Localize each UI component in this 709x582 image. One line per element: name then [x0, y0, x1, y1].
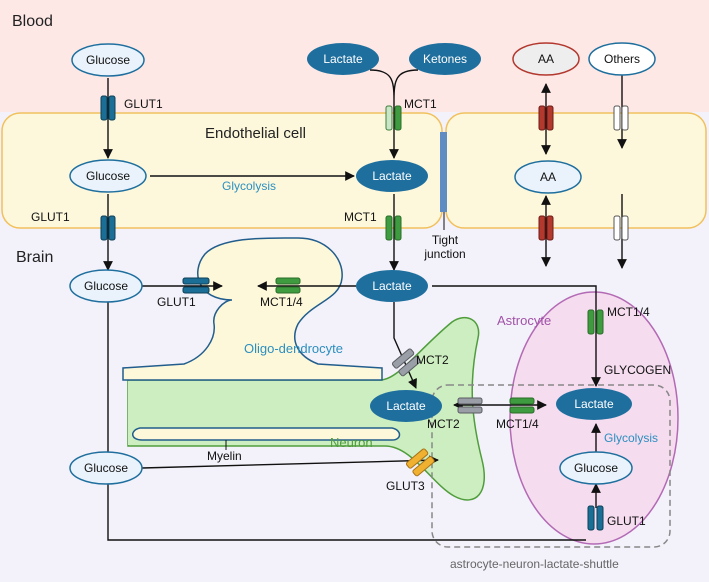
others-blood: Others [588, 42, 656, 76]
mct2-neuron-side [457, 397, 483, 414]
blood-label: Blood [12, 13, 53, 30]
glut1-astro [587, 505, 604, 531]
myelin-sheath [132, 427, 401, 441]
glucose-blood: Glucose [71, 43, 145, 77]
arrow-lactate-to-astrocyte [432, 285, 601, 387]
glucose-brain: Glucose [69, 269, 143, 303]
glucose-astrocyte-text: Glucose [574, 461, 618, 475]
tight-label: Tight [432, 233, 459, 247]
lactate-endo: Lactate [356, 160, 428, 192]
mct1-label-endo: MCT1 [344, 210, 377, 224]
mct2-label-side: MCT2 [427, 417, 460, 431]
glucose-astrocyte: Glucose [559, 451, 633, 485]
myelin-label: Myelin [207, 449, 242, 463]
lactate-astrocyte: Lactate [556, 388, 632, 420]
others-transporter-upper [613, 105, 629, 131]
shuttle-box [431, 384, 671, 548]
mct1-4-astro-side [509, 397, 535, 414]
line-glucose-bottom [107, 484, 586, 541]
astrocyte-label: Astrocyte [497, 313, 551, 328]
aa-transporter-lower [538, 215, 554, 241]
glycolysis-endo-label: Glycolysis [222, 179, 276, 193]
lactate-blood: Lactate [307, 43, 379, 75]
ketones-blood: Ketones [409, 43, 481, 75]
arrows [103, 69, 627, 541]
mct1-4-label-oligo: MCT1/4 [260, 295, 303, 309]
glucose-blood-text: Glucose [86, 53, 130, 67]
glut3-neuron [405, 448, 435, 477]
lactate-brain-text: Lactate [372, 279, 412, 293]
mct2-neuron-top [391, 348, 421, 377]
glut1-blood [100, 95, 116, 121]
glut1-oligo [182, 277, 210, 294]
lactate-brain: Lactate [356, 270, 428, 302]
mct1-4-label-astro-top: MCT1/4 [607, 305, 650, 319]
glycolysis-astro-label: Glycolysis [604, 431, 658, 445]
mct2-label-top: MCT2 [416, 353, 449, 367]
endothelial-label: Endothelial cell [205, 125, 306, 142]
mct1-label-blood: MCT1 [404, 97, 437, 111]
aa-blood: AA [512, 42, 580, 76]
glucose-brain-text: Glucose [84, 279, 128, 293]
neuron-label: Neuron [330, 435, 373, 450]
aa-endo-text: AA [540, 170, 556, 184]
ketones-blood-text: Ketones [423, 52, 467, 66]
junction-label: junction [423, 247, 465, 261]
glucose-lower-text: Glucose [84, 461, 128, 475]
lactate-blood-text: Lactate [323, 52, 363, 66]
lactate-neuron: Lactate [370, 390, 442, 422]
glut1-endo-brain [100, 215, 116, 241]
aa-blood-text: AA [538, 52, 554, 66]
mct1-4-label-astro-side: MCT1/4 [496, 417, 539, 431]
mct1-endo-brain [385, 215, 402, 241]
others-transporter-lower [613, 215, 629, 241]
lactate-endo-text: Lactate [372, 169, 412, 183]
glut1-label-oligo: GLUT1 [157, 295, 196, 309]
glut3-label: GLUT3 [386, 479, 425, 493]
glycogen-label: GLYCOGEN [604, 363, 671, 377]
aa-endo: AA [514, 160, 582, 194]
others-blood-text: Others [604, 52, 640, 66]
lactate-astrocyte-text: Lactate [574, 397, 614, 411]
glucose-endo-text: Glucose [86, 169, 130, 183]
arrow-lactate-ketones-merge [369, 69, 419, 158]
arrow-glucose-to-neuron [141, 455, 439, 469]
mct1-4-astro-top [587, 309, 604, 335]
glucose-endo: Glucose [69, 159, 147, 193]
mct1-4-oligo [275, 277, 301, 294]
mct1-blood [385, 105, 402, 131]
oligodendrocyte-label: Oligo-dendrocyte [244, 341, 343, 356]
lactate-neuron-text: Lactate [386, 399, 426, 413]
glut1-label-astro: GLUT1 [607, 514, 646, 528]
glut1-label-endo: GLUT1 [31, 210, 70, 224]
glut1-label-blood: GLUT1 [124, 97, 163, 111]
aa-transporter-upper [538, 105, 554, 131]
tight-junction [440, 132, 447, 212]
oligodendrocyte-cell [122, 237, 383, 381]
brain-label: Brain [16, 249, 53, 266]
shuttle-label: astrocyte-neuron-lactate-shuttle [450, 557, 619, 571]
glucose-lower: Glucose [69, 451, 143, 485]
